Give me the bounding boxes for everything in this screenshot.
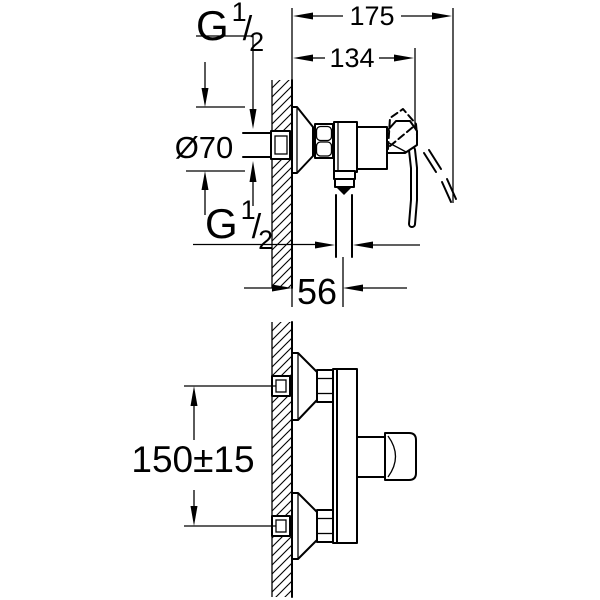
valve-body-front (332, 368, 358, 544)
dim-label-150: 150±15 (131, 439, 254, 480)
dim-label-dia70: Ø70 (175, 130, 234, 165)
dim-connection-spacing: 150±15 (131, 385, 276, 527)
thread-inlet-sup: 1 (232, 0, 247, 27)
motion-arc-marks (423, 149, 457, 203)
outlet-stub (333, 170, 356, 258)
thread-inlet-slash: / (243, 10, 253, 48)
dim-outlet-offset: 56 (244, 257, 407, 312)
dim-label-134: 134 (329, 43, 374, 73)
svg-text:G1/2: G1/2 (196, 0, 264, 57)
wall-hatch-front (271, 321, 293, 598)
thread-outlet-slash: / (252, 208, 262, 246)
dim-label-175: 175 (349, 1, 394, 31)
thread-outlet-sup: 1 (241, 195, 256, 225)
thread-outlet-base: G (205, 200, 238, 247)
thread-inlet-sub: 2 (249, 27, 264, 57)
thread-inlet-base: G (196, 2, 229, 49)
wall-hatch-side (271, 79, 293, 289)
thread-outlet-sub: 2 (258, 225, 273, 255)
front-view: 150±15 (131, 321, 417, 598)
dim-total-depth: 175 (291, 1, 454, 203)
hex-nut-side (314, 123, 334, 159)
hex-nut-upper-front (316, 369, 334, 403)
lever-handle-front (356, 432, 417, 481)
escutcheon-upper-front (291, 352, 318, 421)
dim-escutcheon-diameter: Ø70 (175, 62, 245, 215)
escutcheon-side (291, 106, 314, 174)
inlet-fitting (270, 130, 291, 160)
svg-text:G1/2: G1/2 (205, 195, 273, 255)
lever-handle-dashed (387, 108, 418, 150)
inlet-pipe (242, 132, 272, 158)
valve-body-side (333, 121, 388, 173)
side-view: 175 134 G1/2 Ø70 (175, 0, 457, 312)
escutcheon-lower-front (291, 492, 318, 560)
dim-body-depth: 134 (293, 43, 416, 127)
dim-label-56: 56 (297, 271, 337, 312)
hex-nut-lower-front (316, 509, 334, 543)
